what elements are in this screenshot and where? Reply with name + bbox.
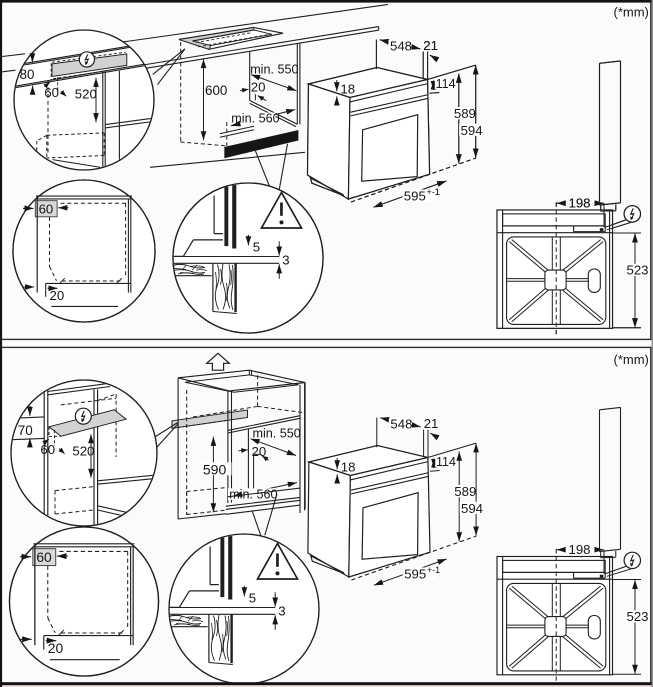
- svg-text:590: 590: [203, 461, 227, 477]
- svg-text:520: 520: [72, 443, 94, 458]
- svg-text:520: 520: [75, 86, 97, 101]
- svg-text:(*mm): (*mm): [614, 4, 649, 19]
- svg-text:20: 20: [251, 79, 266, 94]
- svg-text:600: 600: [205, 83, 227, 98]
- svg-text:min. 550: min. 550: [250, 63, 298, 77]
- svg-text:(*mm): (*mm): [614, 352, 649, 367]
- svg-text:min. 550: min. 550: [253, 427, 301, 441]
- svg-text:80: 80: [20, 67, 35, 82]
- svg-text:60: 60: [40, 442, 55, 457]
- svg-text:60: 60: [44, 85, 59, 100]
- svg-text:70: 70: [18, 423, 33, 438]
- svg-text:20: 20: [252, 444, 267, 459]
- svg-text:min. 560: min. 560: [231, 112, 279, 126]
- svg-text:min. 560: min. 560: [229, 488, 277, 502]
